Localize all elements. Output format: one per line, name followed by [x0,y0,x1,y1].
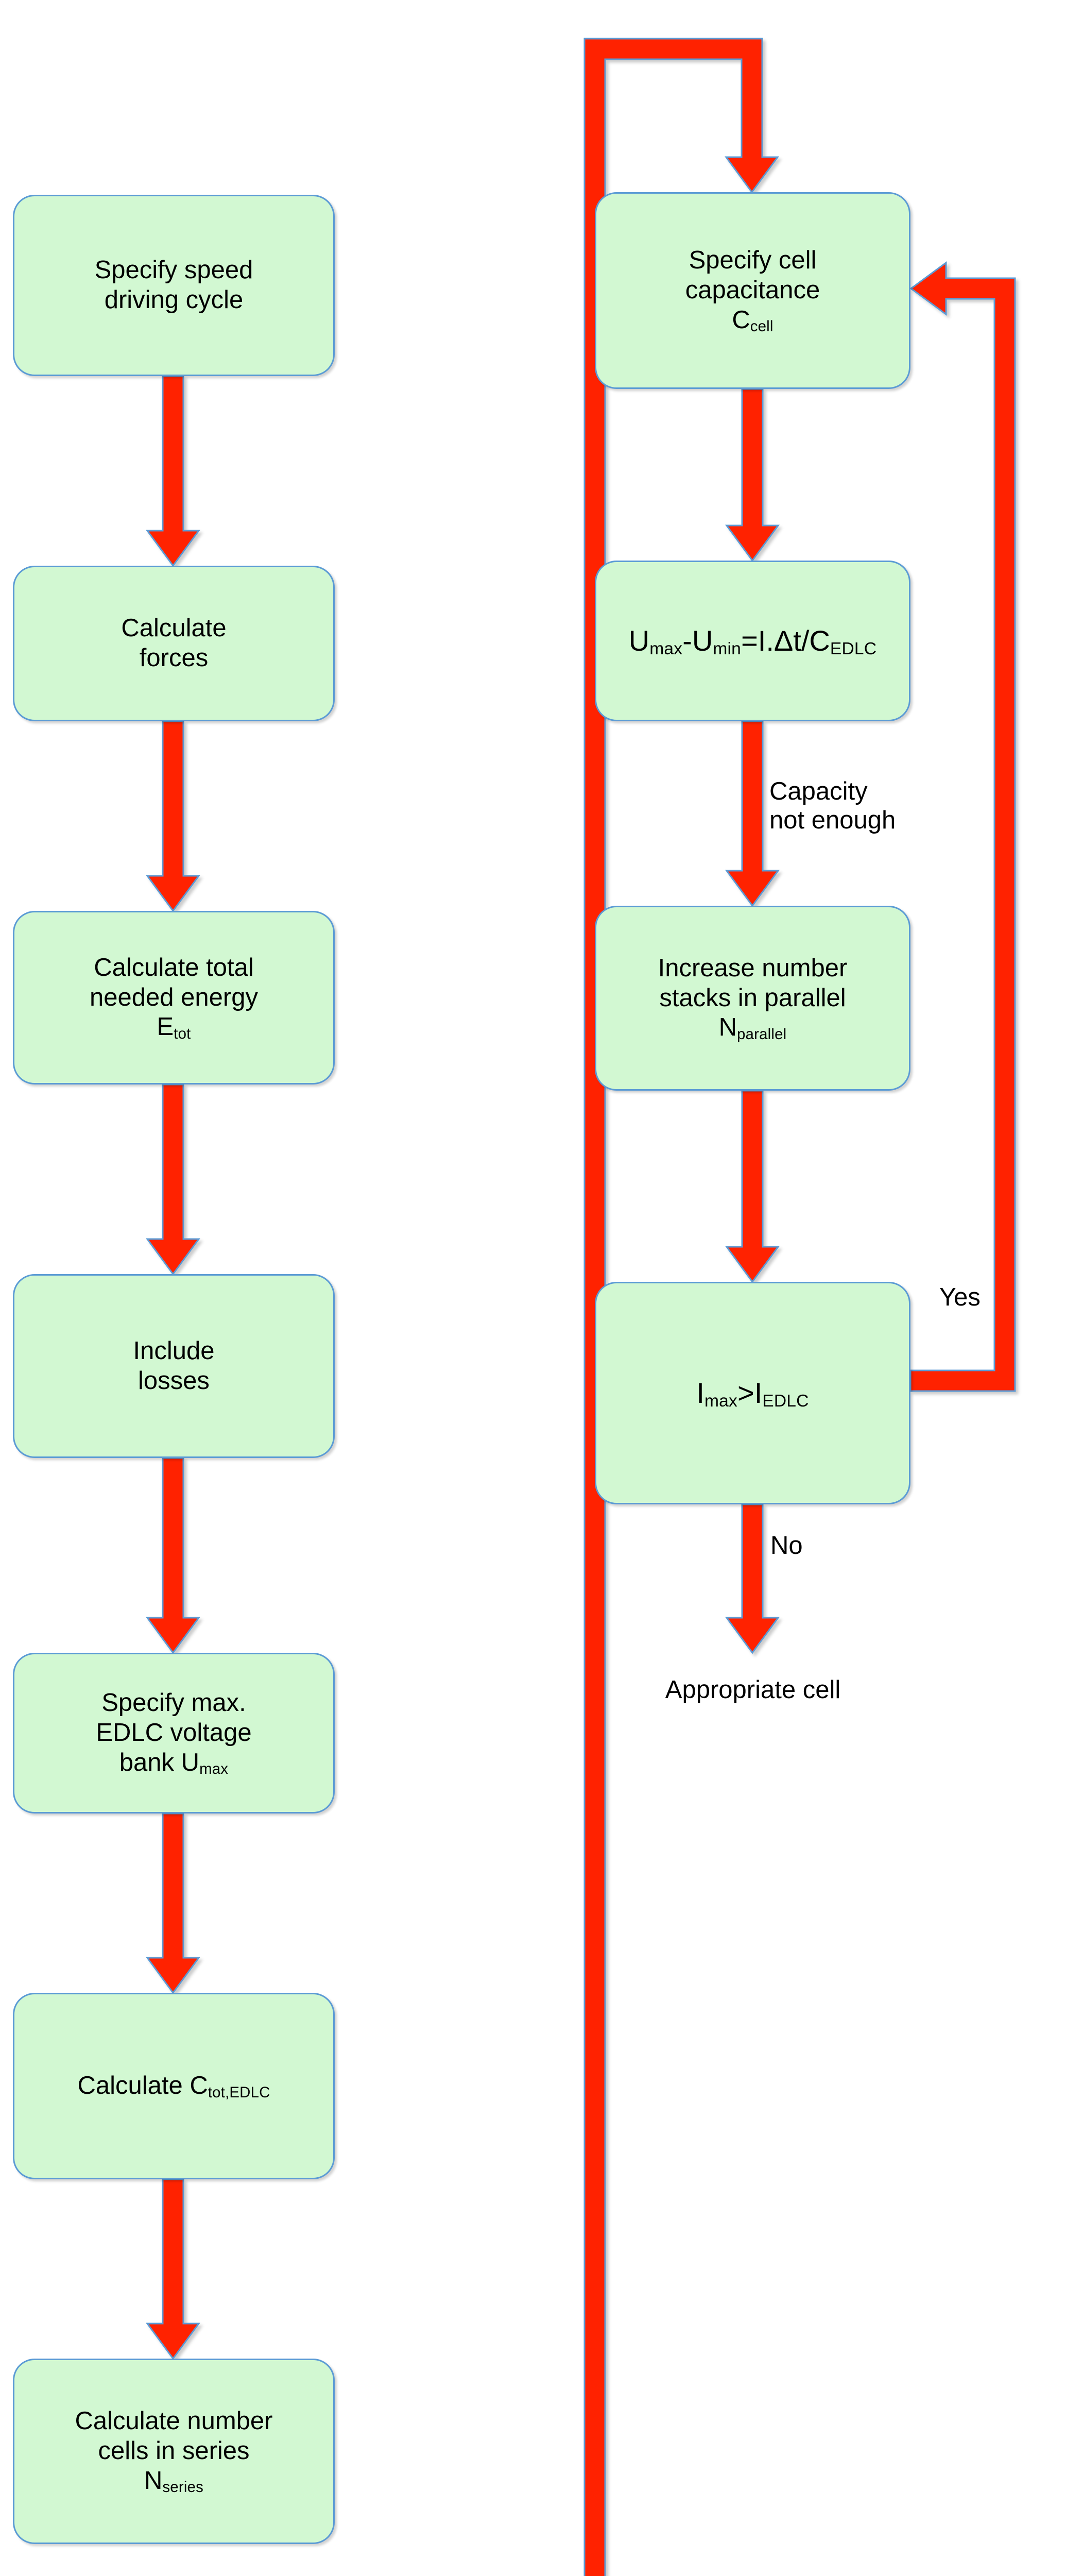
subscript-min: min [713,639,742,659]
node-current-decision[interactable]: Imax>IEDLC [595,1282,910,1504]
arrow-losses-to-voltage [146,1457,200,1654]
node-voltage-equation[interactable]: Umax-Umin=I.Δt/CEDLC [595,561,910,721]
arrow-increase-parallel-to-decision [725,1090,780,1283]
node-calculate-c-tot-edlc[interactable]: Calculate Ctot,EDLC [13,1993,335,2179]
subscript-edlc: EDLC [830,639,877,659]
edge-label-capacity-not-enough: Capacity not enough [769,777,896,835]
node-label: Calculate Ctot,EDLC [77,2072,270,2101]
subscript-tot-edlc: tot,EDLC [208,2083,270,2101]
terminal-appropriate-cell: Appropriate cell [665,1676,841,1704]
edge-label-yes: Yes [939,1283,981,1311]
subscript-cell: cell [750,318,773,335]
arrow-cellcap-to-equation [725,388,780,562]
decision-label: Imax>IEDLC [696,1376,809,1411]
arrow-voltage-to-ctot [146,1812,200,1994]
arrow-speed-to-forces [146,375,200,567]
subscript-max: max [649,639,683,659]
equation-label: Umax-Umin=I.Δt/CEDLC [628,624,877,659]
subscript-parallel: parallel [737,1025,787,1043]
edge-label-no: No [770,1532,803,1560]
subscript-max: max [704,1392,737,1411]
subscript-max: max [199,1760,229,1778]
subscript-series: series [162,2479,203,2496]
arrow-energy-to-losses [146,1083,200,1276]
subscript-edlc: EDLC [762,1392,809,1411]
arrow-ctot-to-nseries [146,2178,200,2360]
arrow-decision-no-to-appropriate-cell [725,1503,780,1654]
subscript-tot: tot [174,1025,191,1042]
arrow-forces-to-energy [146,720,200,912]
